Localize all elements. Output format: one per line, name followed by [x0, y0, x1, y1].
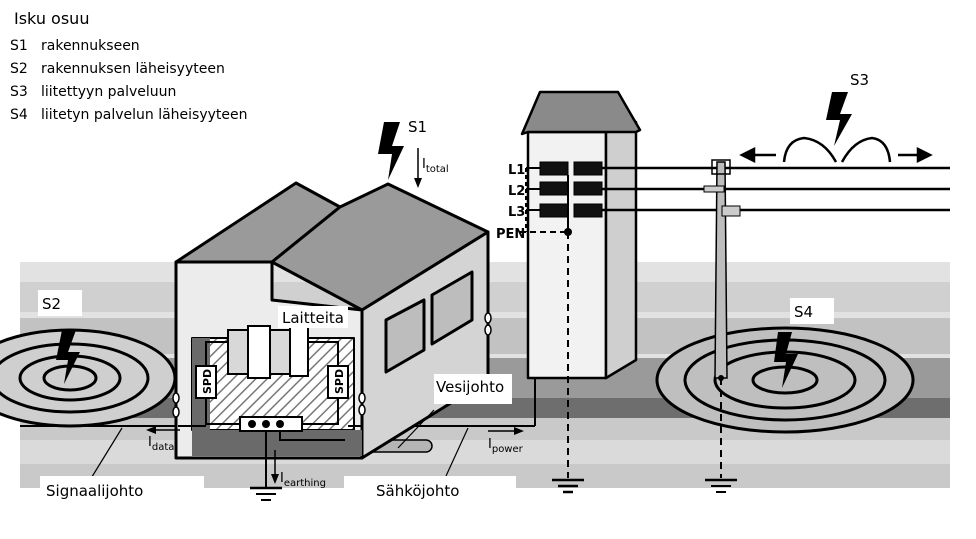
signal-line-label: Signaalijohto: [46, 482, 143, 500]
phase-l3-label: L3: [508, 205, 525, 220]
legend: Isku osuu S1 rakennukseen S2 rakennuksen…: [10, 9, 248, 123]
i-total-label: Itotal: [422, 157, 449, 175]
signal-label-bg: [40, 476, 204, 508]
lightning-bolt-icon: [378, 122, 404, 180]
phase-pen-label: PEN: [496, 227, 525, 242]
strike-s2-label: S2: [42, 295, 61, 313]
utility-pole: [703, 159, 741, 493]
legend-code-s4: S4: [10, 107, 28, 123]
strike-s1-label: S1: [408, 118, 427, 136]
i-earthing-label: Iearthing: [280, 471, 326, 489]
legend-text-s3: liitettyyn palveluun: [41, 84, 176, 100]
overhead-lines: [602, 166, 950, 212]
substation: [520, 90, 642, 380]
spd-left-label: SPD: [201, 369, 214, 394]
strike-s4-label: S4: [794, 303, 813, 321]
leader-lines: [89, 409, 469, 481]
equipment-label-bg: [278, 306, 348, 328]
earthing-bar: [239, 416, 345, 501]
pen-node: [564, 228, 572, 236]
lightning-bolt-icon: [826, 92, 852, 146]
internal-wiring: [178, 341, 362, 427]
i-data-arrow: [146, 426, 180, 434]
legend-text-s2: rakennuksen läheisyyteen: [41, 61, 225, 77]
i-power-arrow: [488, 427, 524, 435]
phase-l2-label: L2: [508, 184, 525, 199]
legend-code-s1: S1: [10, 38, 28, 54]
connectors: [172, 312, 492, 418]
power-line-label: Sähköjohto: [376, 482, 459, 500]
legend-code-s3: S3: [10, 84, 28, 100]
substation-earth: [552, 478, 584, 494]
legend-text-s4: liitetyn palvelun läheisyyteen: [41, 107, 248, 123]
legend-title: Isku osuu: [14, 9, 89, 28]
spd-right-label: SPD: [333, 369, 346, 394]
strike-s3-label: S3: [850, 71, 869, 89]
i-power-label: Ipower: [488, 437, 524, 455]
s4-label-bg: [790, 298, 834, 324]
legend-code-s2: S2: [10, 61, 28, 77]
i-total-arrow: [414, 148, 422, 188]
equipment: [227, 325, 309, 379]
power-label-bg: [344, 476, 516, 508]
phase-wiring: [520, 167, 569, 478]
water-label-bg: [434, 374, 512, 404]
water-pipe-label: Vesijohto: [436, 378, 504, 396]
phase-l1-label: L1: [508, 163, 525, 178]
i-data-label: Idata: [148, 435, 174, 453]
lightning-bolt-icon: [774, 332, 798, 388]
legend-text-s1: rakennukseen: [41, 38, 140, 54]
surge-waves: [739, 136, 933, 164]
equipment-label: Laitteita: [282, 309, 344, 327]
i-earthing-arrow: [271, 450, 279, 484]
s2-label-bg: [38, 290, 82, 316]
lightning-bolt-icon: [56, 330, 80, 384]
